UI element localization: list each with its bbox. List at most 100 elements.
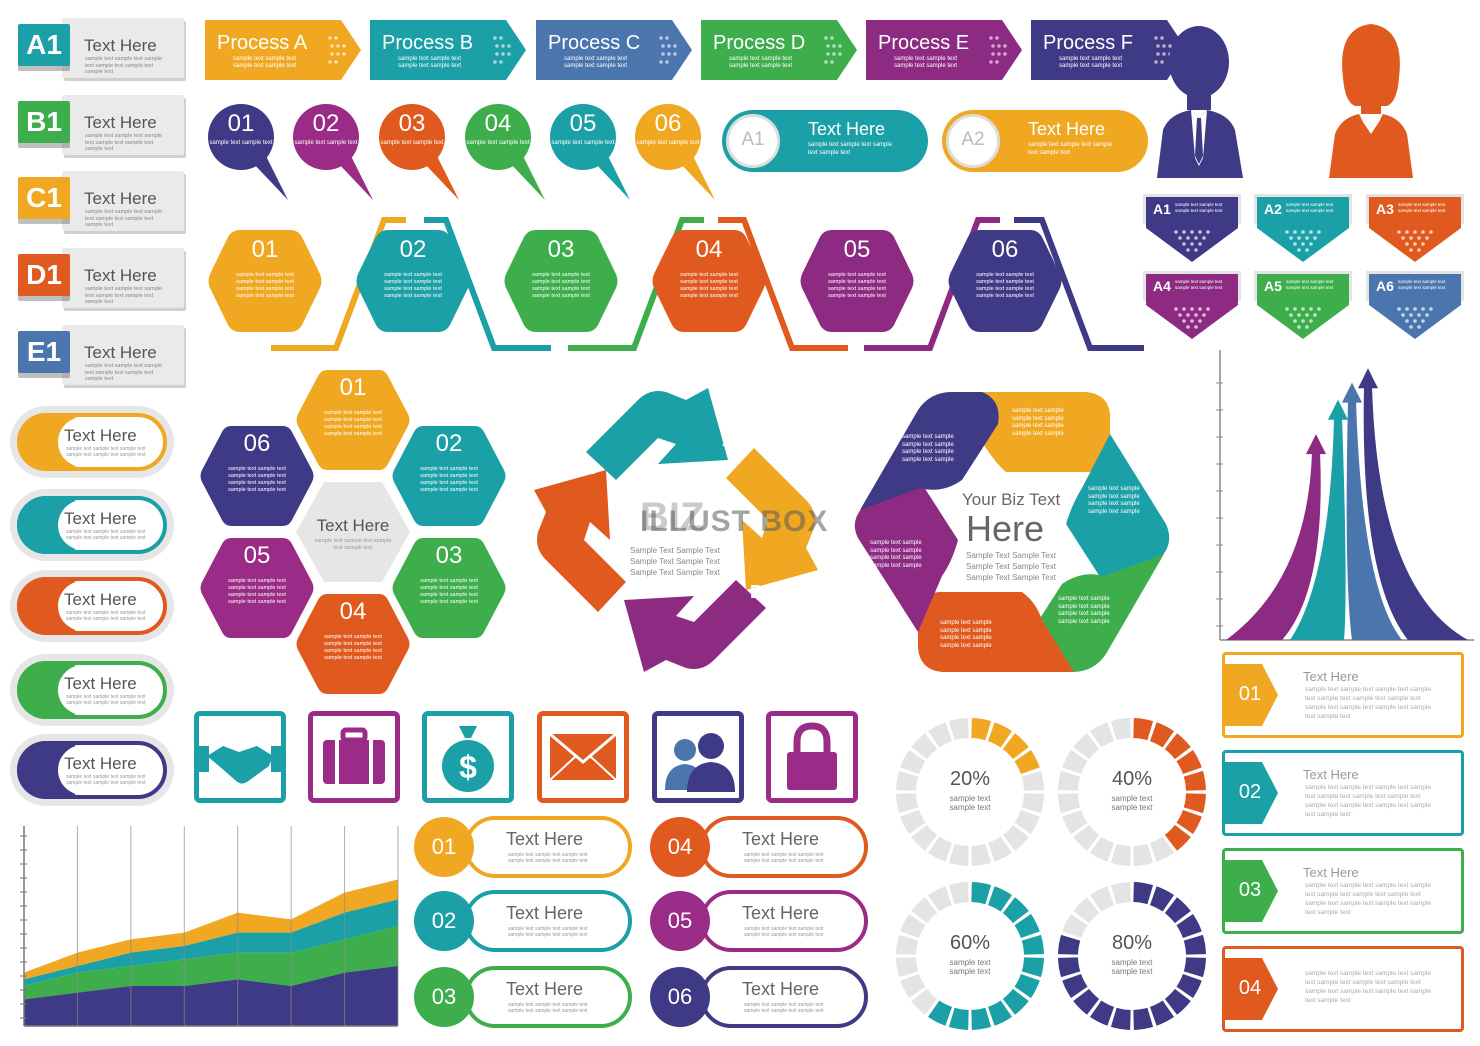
donut-segment — [1110, 882, 1131, 905]
speech-bubble-sub: sample text sample text — [466, 140, 530, 146]
numbered-box-flag — [1222, 664, 1278, 726]
speech-bubble-shape — [379, 104, 459, 200]
numbered-box-title: Text Here — [1303, 767, 1359, 782]
donut-segment — [1133, 1007, 1154, 1030]
donut-chart: 80%sample text sample text — [1056, 880, 1208, 1032]
hex-chain-shape — [652, 230, 766, 332]
letter-card-code: E1 — [18, 331, 70, 373]
donut-segment — [911, 824, 938, 851]
process-arrow-shape — [1031, 20, 1187, 80]
donut-segment — [896, 770, 919, 791]
number-pill-number: 06 — [650, 967, 710, 1027]
hex-ring-center-line: Sample Text Sample Text — [966, 551, 1056, 560]
honeycomb-center-sub: sample text sample text sample text samp… — [314, 538, 392, 551]
hex-ring-center-line: Sample Text Sample Text — [966, 573, 1056, 582]
process-sub: sample text sample text sample text samp… — [1059, 56, 1123, 69]
honeycomb-cell-shape — [296, 370, 410, 470]
number-pill-outline — [464, 816, 632, 878]
donut-segment — [1021, 957, 1044, 978]
number-pill-title: Text Here — [742, 903, 820, 923]
numbered-box-title: Text Here — [1303, 669, 1359, 684]
hex-chain-number: 05 — [843, 236, 871, 263]
cycle-label-d1: D1 — [572, 458, 596, 478]
speech-bubble-shape — [208, 104, 288, 200]
numbered-box-number: 03 — [1238, 879, 1262, 901]
donut-segment — [900, 750, 926, 775]
donut-segment — [1176, 750, 1202, 775]
hex-ring-segment-label: sample text sample sample text sample sa… — [1012, 408, 1064, 437]
letter-card-sub: sample text sample text sample text samp… — [85, 286, 163, 305]
donut-segment — [971, 843, 992, 866]
handshake-icon — [194, 711, 286, 803]
donut-segment — [1133, 843, 1154, 866]
letter-card-title: Text Here — [84, 266, 157, 285]
hex-chain-shape — [504, 230, 618, 332]
letter-card-panel — [62, 18, 184, 78]
cycle-center-line: Sample Text Sample Text — [630, 568, 720, 577]
donut-segment — [911, 897, 938, 924]
letter-card-code: B1 — [18, 101, 70, 143]
numbered-box-flag — [1222, 860, 1278, 922]
biz-logo-text: BIZ — [640, 495, 704, 538]
honeycomb-cell-shape — [200, 538, 314, 638]
hex-chain-shape — [800, 230, 914, 332]
donut-segment — [1164, 733, 1191, 760]
donut-segment — [1014, 914, 1040, 939]
text-pill-outline — [17, 577, 167, 635]
donut-chart: 20%sample text sample text — [894, 716, 1046, 868]
letter-card-panel — [62, 325, 184, 385]
biz-logo: BIZ — [640, 495, 704, 538]
speech-bubble-number: 03 — [398, 110, 426, 137]
donut-segment — [1062, 809, 1088, 834]
donut-percent: 20% — [949, 768, 991, 790]
letter-card-sub: sample text sample text sample text samp… — [85, 56, 163, 75]
donut-segment — [1149, 722, 1174, 748]
honeycomb-cell-shape — [296, 594, 410, 694]
speech-bubble-number: 05 — [569, 110, 597, 137]
letter-card-title: Text Here — [84, 343, 157, 362]
donut-ring — [896, 882, 1044, 1030]
number-pill-number: 02 — [414, 891, 474, 951]
honeycomb-cell-shape — [392, 538, 506, 638]
tag-sub: sample text sample text sample text samp… — [1398, 279, 1446, 290]
speech-bubble-sub: sample text sample text — [551, 140, 615, 146]
number-pill-sub: sample text sample text sample text samp… — [508, 852, 588, 864]
hex-chain-shape — [948, 230, 1062, 332]
letter-card-title: Text Here — [84, 36, 157, 55]
hex-chain-sub: sample text sample text sample text samp… — [828, 272, 886, 299]
tag-shape — [1254, 194, 1352, 262]
process-title: Process A — [217, 32, 308, 54]
tag-shape — [1366, 271, 1464, 339]
watermark: ILLUST BOX — [640, 505, 829, 538]
briefcase-icon — [308, 711, 400, 803]
number-pill-title: Text Here — [506, 829, 584, 849]
badge-sub: sample text sample text sample text samp… — [808, 142, 893, 156]
process-arrow-shape — [866, 20, 1022, 80]
donut-segment — [1110, 843, 1131, 866]
letter-card-title: Text Here — [84, 113, 157, 132]
donut-segment — [928, 722, 953, 748]
donut-segment — [1002, 824, 1029, 851]
donut-ring — [896, 718, 1044, 866]
cycle-label-c1: C1 — [598, 606, 622, 626]
process-arrow-shape — [536, 20, 692, 80]
honeycomb-sub: sample text sample text sample text samp… — [420, 578, 478, 605]
area-series — [24, 879, 398, 980]
letter-card-panel — [62, 171, 184, 231]
hex-ring-segment-label: sample text sample sample text sample sa… — [940, 620, 992, 649]
donut-segment — [896, 793, 919, 814]
process-title: Process D — [713, 32, 806, 54]
